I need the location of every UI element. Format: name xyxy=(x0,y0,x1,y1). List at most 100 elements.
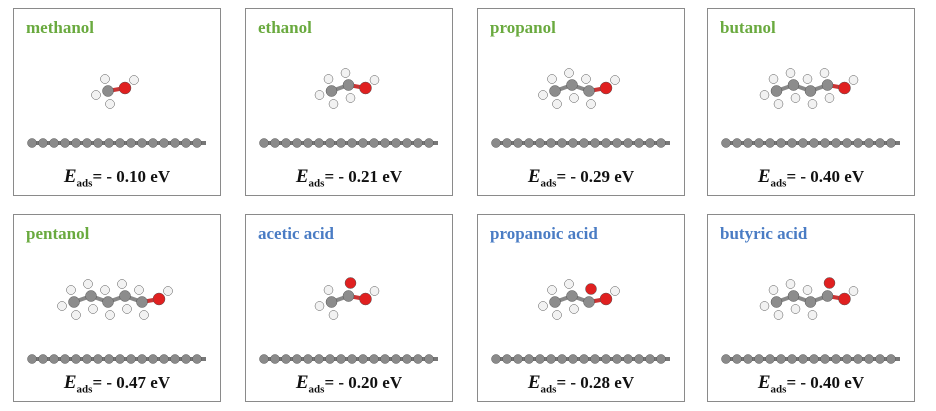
carbon-atom xyxy=(770,296,783,308)
graphene-carbon-atom xyxy=(612,138,622,148)
graphene-carbon-atom xyxy=(864,138,874,148)
graphene-carbon-atom xyxy=(601,138,611,148)
hydrogen-atom xyxy=(105,310,115,320)
hydrogen-atom xyxy=(785,279,796,289)
hydrogen-atom xyxy=(538,90,548,100)
carbon-atom xyxy=(85,290,97,302)
hydrogen-atom xyxy=(790,304,801,314)
graphene-carbon-atom xyxy=(424,354,434,364)
oxygen-atom xyxy=(823,277,836,289)
carbon-atom xyxy=(102,296,114,308)
graphene-carbon-atom xyxy=(104,138,114,148)
hydrogen-atom xyxy=(807,99,818,109)
graphene-carbon-atom xyxy=(634,354,644,364)
graphene-carbon-atom xyxy=(369,138,379,148)
graphene-carbon-atom xyxy=(71,138,81,148)
graphene-carbon-atom xyxy=(875,138,885,148)
graphene-carbon-atom xyxy=(557,138,567,148)
graphene-carbon-atom xyxy=(853,354,863,364)
hydrogen-atom xyxy=(802,285,813,295)
graphene-carbon-atom xyxy=(612,354,622,364)
oxygen-atom xyxy=(344,277,357,289)
graphene-carbon-atom xyxy=(391,138,401,148)
graphene-carbon-atom xyxy=(656,138,666,148)
graphene-carbon-atom xyxy=(776,138,786,148)
hydrogen-atom xyxy=(100,74,110,84)
hydrogen-atom xyxy=(134,285,144,295)
hydrogen-atom xyxy=(610,75,620,85)
hydrogen-atom xyxy=(802,74,813,84)
graphene-carbon-atom xyxy=(71,354,81,364)
molecule-name: pentanol xyxy=(26,224,90,243)
hydrogen-atom xyxy=(564,68,574,78)
carbon-atom xyxy=(342,290,355,302)
adsorption-panel-ethanol: ethanol Eads= - 0.21 eV xyxy=(245,8,453,196)
graphene-carbon-atom xyxy=(820,354,830,364)
hydrogen-atom xyxy=(328,99,339,109)
graphene-carbon-atom xyxy=(259,138,269,148)
graphene-carbon-atom xyxy=(38,138,48,148)
adsorption-energy: Eads= - 0.20 eV xyxy=(295,372,403,396)
graphene-carbon-atom xyxy=(126,354,136,364)
graphene-carbon-atom xyxy=(369,354,379,364)
molecule-on-graphene xyxy=(491,279,670,364)
hydrogen-atom xyxy=(785,68,796,78)
graphene-carbon-atom xyxy=(535,354,545,364)
hydrogen-atom xyxy=(91,90,101,100)
graphene-carbon-atom xyxy=(623,354,633,364)
graphene-carbon-atom xyxy=(60,354,70,364)
adsorption-panel-pentanol: pentanol Eads= - 0.47 eV xyxy=(13,214,221,402)
graphene-carbon-atom xyxy=(787,354,797,364)
hydrogen-atom xyxy=(586,99,596,109)
hydrogen-atom xyxy=(538,301,548,311)
hydrogen-atom xyxy=(759,90,770,100)
graphene-carbon-atom xyxy=(645,354,655,364)
graphene-carbon-atom xyxy=(831,138,841,148)
graphene-carbon-atom xyxy=(49,354,59,364)
hydrogen-atom xyxy=(328,310,339,320)
adsorption-energy: Eads= - 0.29 eV xyxy=(527,166,635,190)
carbon-atom xyxy=(770,85,783,97)
graphene-carbon-atom xyxy=(732,138,742,148)
graphene-carbon-atom xyxy=(842,138,852,148)
graphene-carbon-atom xyxy=(380,138,390,148)
adsorption-energy: Eads= - 0.40 eV xyxy=(757,372,865,396)
carbon-atom xyxy=(804,85,817,97)
hydrogen-atom xyxy=(369,286,380,296)
graphene-carbon-atom xyxy=(820,138,830,148)
carbon-atom xyxy=(68,296,80,308)
hydrogen-atom xyxy=(569,93,579,103)
oxygen-atom xyxy=(118,81,132,95)
graphene-carbon-atom xyxy=(281,138,291,148)
graphene-carbon-atom xyxy=(402,354,412,364)
oxygen-atom xyxy=(585,283,597,295)
graphene-carbon-atom xyxy=(842,354,852,364)
graphene-carbon-atom xyxy=(270,138,280,148)
carbon-atom xyxy=(549,85,561,97)
graphene-carbon-atom xyxy=(853,138,863,148)
graphene-carbon-atom xyxy=(115,138,125,148)
graphene-carbon-atom xyxy=(491,138,501,148)
graphene-carbon-atom xyxy=(579,138,589,148)
graphene-carbon-atom xyxy=(104,354,114,364)
graphene-carbon-atom xyxy=(864,354,874,364)
graphene-carbon-atom xyxy=(93,138,103,148)
graphene-carbon-atom xyxy=(568,138,578,148)
hydrogen-atom xyxy=(581,74,591,84)
graphene-carbon-atom xyxy=(159,354,169,364)
hydrogen-atom xyxy=(552,99,562,109)
molecule-on-graphene xyxy=(721,68,900,148)
hydrogen-atom xyxy=(122,304,132,314)
hydrogen-atom xyxy=(129,75,139,85)
molecule-on-graphene xyxy=(259,277,438,364)
graphene-carbon-atom xyxy=(82,138,92,148)
graphene-carbon-atom xyxy=(754,138,764,148)
carbon-atom xyxy=(119,290,131,302)
molecule-name: acetic acid xyxy=(258,224,334,243)
graphene-carbon-atom xyxy=(809,354,819,364)
graphene-carbon-atom xyxy=(336,354,346,364)
graphene-carbon-atom xyxy=(656,354,666,364)
adsorption-energy: Eads= - 0.21 eV xyxy=(295,166,403,190)
graphene-carbon-atom xyxy=(743,138,753,148)
hydrogen-atom xyxy=(807,310,818,320)
